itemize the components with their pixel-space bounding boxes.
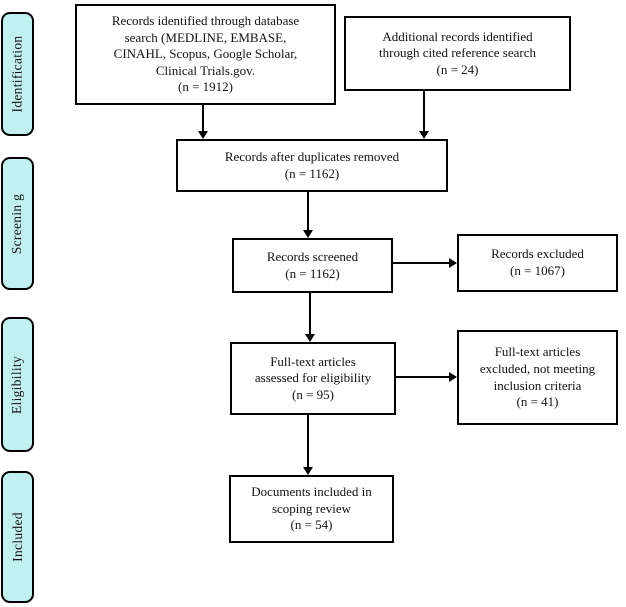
stage-included-label: Included — [9, 512, 25, 562]
stage-eligibility-label: Eligibility — [9, 355, 25, 414]
stage-eligibility: Eligibility — [1, 317, 34, 452]
box-fulltext-assessed: Full-text articles assessed for eligibil… — [230, 342, 396, 415]
stage-identification-label: Identification — [9, 35, 25, 113]
box-records-screened: Records screened (n = 1162) — [232, 238, 393, 293]
stage-screening-label: Screenin g — [9, 193, 25, 254]
box-records-identified: Records identified through database sear… — [75, 4, 336, 105]
box-records-excluded: Records excluded (n = 1067) — [457, 234, 618, 292]
box-included-documents: Documents included in scoping review (n … — [229, 475, 394, 543]
stage-included: Included — [1, 471, 34, 603]
stage-screening: Screenin g — [1, 157, 34, 290]
box-duplicates-removed: Records after duplicates removed (n = 11… — [176, 139, 448, 192]
box-fulltext-excluded: Full-text articles excluded, not meeting… — [457, 330, 618, 425]
box-additional-records: Additional records identified through ci… — [344, 16, 571, 91]
stage-identification: Identification — [1, 12, 34, 136]
